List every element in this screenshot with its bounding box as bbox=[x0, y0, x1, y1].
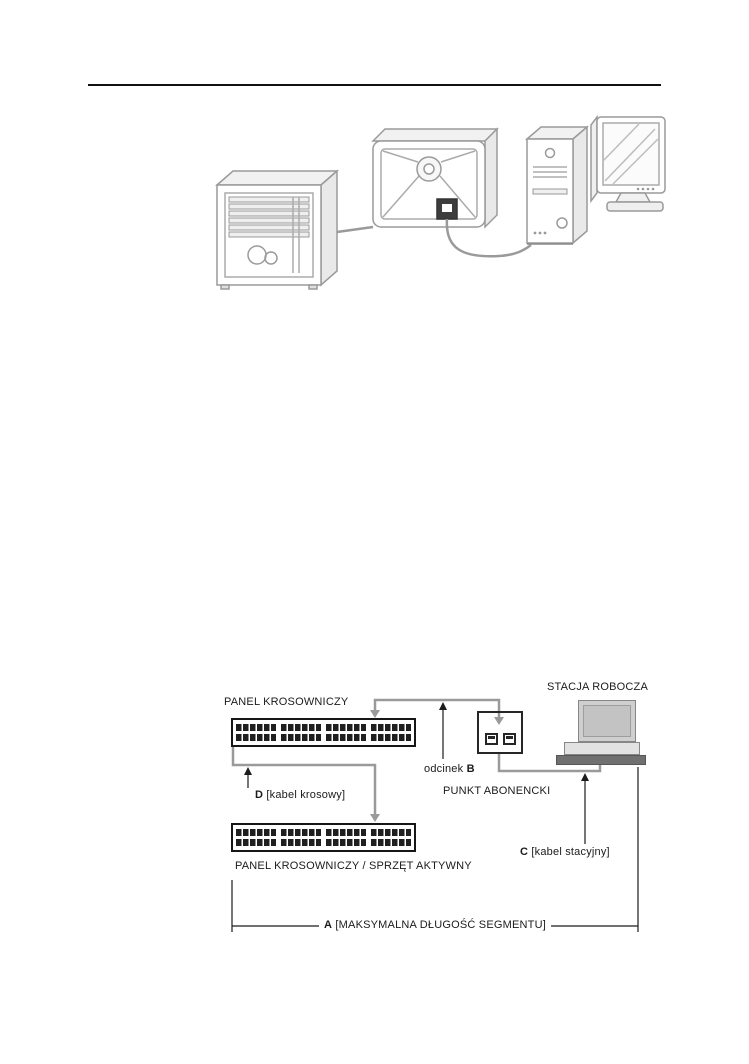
workstation-monitor-icon bbox=[578, 700, 636, 742]
label-max-segment-length: A [MAKSYMALNA DŁUGOŚĆ SEGMENTU] bbox=[319, 919, 551, 932]
patch-panel-bottom-graphic bbox=[231, 823, 416, 852]
label-patch-cable-rest: [kabel krosowy] bbox=[263, 789, 346, 801]
workstation-front-icon bbox=[556, 755, 646, 765]
cabling-diagram: STACJA ROBOCZA PANEL KROSOWNICZY odcinek… bbox=[215, 675, 665, 960]
label-segment-b-bold: B bbox=[466, 763, 475, 775]
label-patch-panel-bottom: PANEL KROSOWNICZY / SPRZĘT AKTYWNY bbox=[235, 860, 472, 872]
header-rule bbox=[88, 84, 661, 86]
label-patch-panel-top: PANEL KROSOWNICZY bbox=[224, 696, 349, 708]
patch-panel-port-group bbox=[326, 724, 366, 741]
cable-cabinet-to-outlet bbox=[336, 225, 374, 234]
patch-panel-port-group bbox=[236, 829, 276, 846]
label-station-cable-bold: C bbox=[520, 846, 529, 858]
label-station-cable: C [kabel stacyjny] bbox=[520, 846, 610, 859]
patch-panel-port-group bbox=[281, 829, 321, 846]
label-station-cable-rest: [kabel stacyjny] bbox=[528, 846, 610, 858]
subscriber-point-graphic bbox=[477, 711, 523, 754]
patch-panel-port-group bbox=[236, 724, 276, 741]
label-max-segment-rest: [MAKSYMALNA DŁUGOŚĆ SEGMENTU] bbox=[332, 919, 546, 931]
patch-panel-port-group bbox=[371, 829, 411, 846]
label-max-segment-bold: A bbox=[324, 919, 333, 931]
label-patch-cable: D [kabel krosowy] bbox=[255, 789, 345, 802]
label-segment-b-prefix: odcinek bbox=[424, 763, 467, 775]
patch-panel-top-graphic bbox=[231, 718, 416, 747]
pc-tower-icon bbox=[524, 125, 590, 245]
rj45-jack-icon bbox=[502, 732, 516, 745]
label-patch-cable-bold: D bbox=[255, 789, 264, 801]
top-illustration bbox=[215, 114, 666, 290]
measure-arrowheads bbox=[244, 702, 589, 781]
cable-outlet-to-pc bbox=[445, 218, 532, 258]
patch-panel-port-group bbox=[326, 829, 366, 846]
network-cabinet-icon bbox=[215, 169, 339, 290]
label-segment-b: odcinek B bbox=[424, 763, 475, 776]
cable-lines bbox=[231, 698, 602, 815]
workstation-base-icon bbox=[564, 742, 640, 755]
rj45-jack-icon bbox=[484, 732, 498, 745]
patch-panel-port-group bbox=[371, 724, 411, 741]
label-subscriber-point: PUNKT ABONENCKI bbox=[443, 785, 551, 797]
monitor-screen bbox=[583, 705, 631, 737]
wall-outlet-box-icon bbox=[371, 127, 499, 229]
crt-monitor-icon bbox=[590, 114, 666, 212]
label-workstation: STACJA ROBOCZA bbox=[547, 681, 648, 693]
cable-arrowheads bbox=[370, 710, 504, 822]
patch-panel-port-group bbox=[281, 724, 321, 741]
